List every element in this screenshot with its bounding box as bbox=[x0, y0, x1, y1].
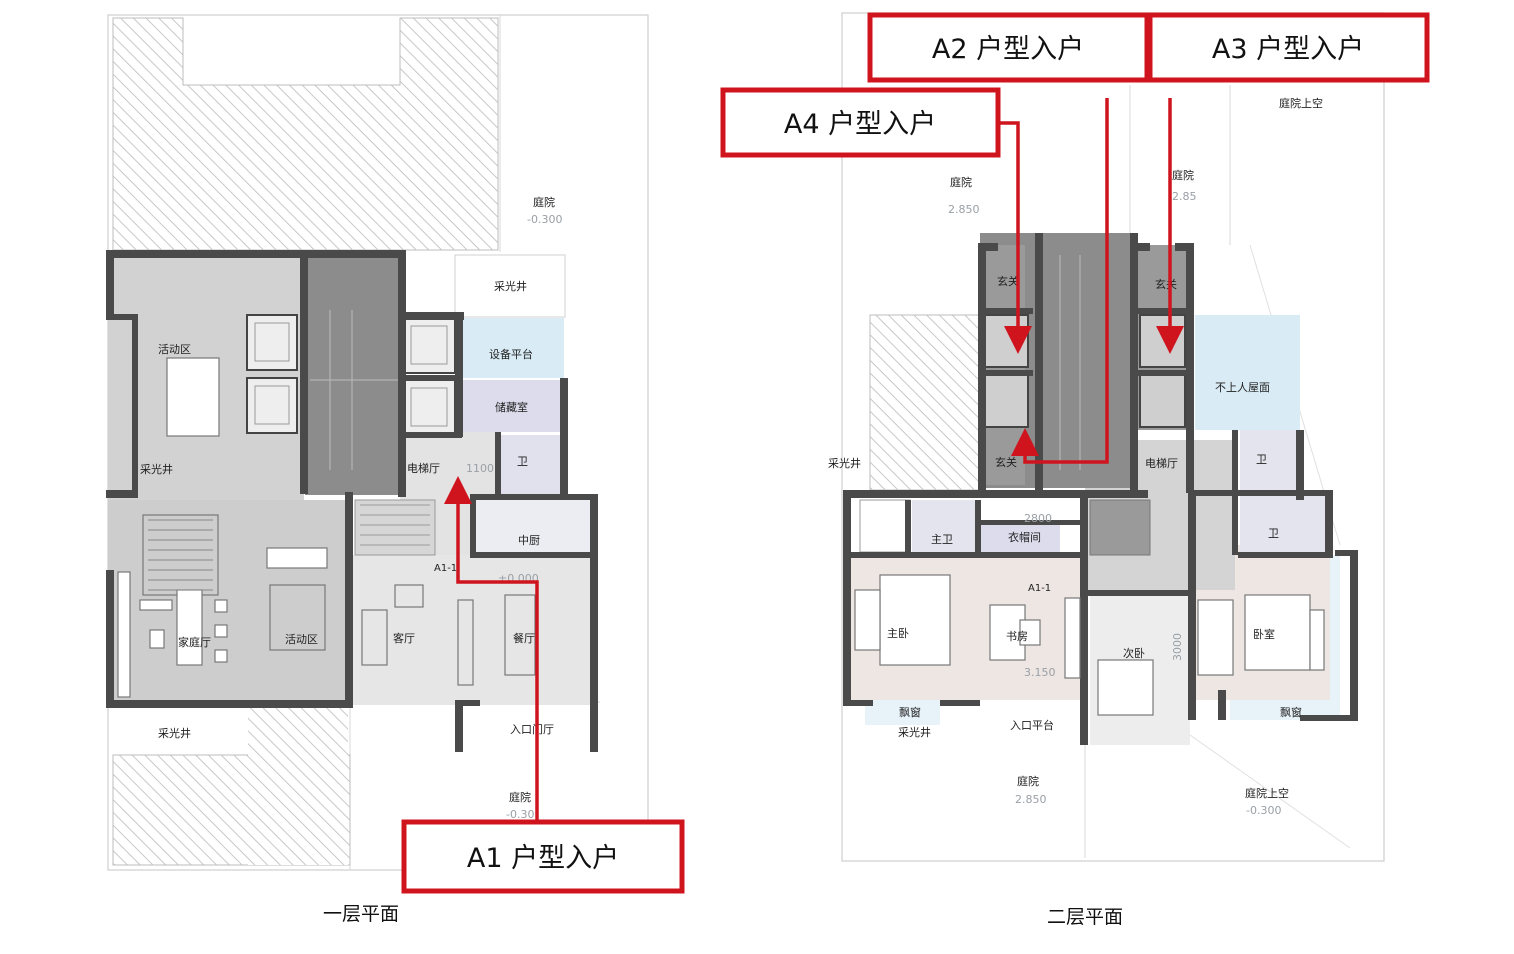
label-lightwell-right: 采光井 bbox=[494, 279, 527, 293]
label-f2-elevator-hall: 电梯厅 bbox=[1145, 457, 1178, 470]
label-f2-dim-2800: 2800 bbox=[1024, 512, 1052, 525]
a2-callout-label: A2 户型入户 bbox=[932, 34, 1084, 65]
f2-bath-lower bbox=[1240, 495, 1325, 553]
f2-furniture bbox=[854, 574, 1325, 716]
floor1-caption: 一层平面 bbox=[323, 903, 399, 925]
label-f2-courtyard-mid-elev: 2.85 bbox=[1172, 190, 1197, 203]
a1-callout-label: A1 户型入户 bbox=[467, 843, 619, 874]
floor1-living-block bbox=[353, 555, 598, 705]
label-activity-mid: 活动区 bbox=[285, 633, 318, 646]
label-f2-bath-right: 卫 bbox=[1256, 453, 1267, 466]
label-f2-bedroom: 卧室 bbox=[1253, 627, 1275, 641]
label-lightwell-bottom: 采光井 bbox=[158, 726, 191, 740]
f2-master-bath bbox=[912, 500, 977, 552]
floor1-walls bbox=[106, 250, 598, 752]
label-f2-void-top: 庭院上空 bbox=[1279, 96, 1323, 110]
label-activity-top: 活动区 bbox=[158, 343, 191, 356]
label-f2-void-bottom-elev: -0.300 bbox=[1246, 804, 1281, 817]
f2-roof bbox=[1195, 315, 1300, 430]
label-f2-master-bed: 主卧 bbox=[887, 627, 909, 640]
label-f2-bay-left: 飘窗 bbox=[899, 705, 921, 719]
kitchen-room bbox=[475, 500, 590, 555]
label-f2-courtyard-bottom-elev: 2.850 bbox=[1015, 793, 1047, 806]
courtyard-hatch-top bbox=[112, 17, 499, 251]
label-entrance-hall: 入口门厅 bbox=[510, 722, 554, 736]
f2-lower-stair bbox=[1089, 499, 1151, 556]
label-f2-unit: A1-1 bbox=[1028, 583, 1051, 594]
floor1-room-labels: 庭院 -0.300 采光井 设备平台 活动区 储藏室 采光井 电梯厅 1100 … bbox=[140, 195, 562, 821]
label-kitchen: 中厨 bbox=[518, 534, 540, 547]
label-f2-study: 书房 bbox=[1006, 630, 1028, 643]
storage-room bbox=[462, 380, 564, 432]
f2-room-labels: 庭院 2.850 庭院 2.85 庭院上空 玄关 玄关 不上人屋面 采光井 玄关… bbox=[828, 96, 1323, 817]
floor2-caption: 二层平面 bbox=[1047, 906, 1123, 928]
label-family-room: 家庭厅 bbox=[178, 635, 211, 649]
label-f2-second-bed: 次卧 bbox=[1123, 646, 1145, 660]
label-f2-roof: 不上人屋面 bbox=[1215, 381, 1270, 394]
label-f2-master-bath: 主卫 bbox=[931, 533, 953, 546]
label-f2-courtyard-mid: 庭院 bbox=[1172, 168, 1194, 182]
label-courtyard-top: 庭院 bbox=[533, 195, 555, 209]
f2-bath-upper bbox=[1240, 430, 1300, 492]
floor1-plan: 庭院 -0.300 采光井 设备平台 活动区 储藏室 采光井 电梯厅 1100 … bbox=[106, 14, 685, 925]
floor1-lower-stair bbox=[354, 499, 436, 556]
label-f2-courtyard-left-elev: 2.850 bbox=[948, 203, 980, 216]
label-dining: 餐厅 bbox=[513, 631, 535, 645]
label-f2-elev-3150: 3.150 bbox=[1024, 666, 1056, 679]
a3-callout-label: A3 户型入户 bbox=[1212, 34, 1364, 65]
label-f2-bay-right: 飘窗 bbox=[1280, 705, 1302, 719]
label-f2-bath-right2: 卫 bbox=[1268, 527, 1279, 540]
f2-bay-left bbox=[865, 700, 940, 725]
label-courtyard-top-elev: -0.300 bbox=[527, 213, 562, 226]
label-elevator-dim: 1100 bbox=[466, 462, 494, 475]
label-unit: A1-1 bbox=[434, 563, 457, 574]
label-f2-dim-3000: 3000 bbox=[1171, 633, 1184, 661]
f2-master-bath-inner bbox=[859, 499, 911, 553]
label-f2-lightwell-bottom: 采光井 bbox=[898, 725, 931, 739]
label-living: 客厅 bbox=[393, 631, 415, 645]
a1-callout: A1 户型入户 bbox=[401, 819, 685, 894]
label-f2-void-bottom: 庭院上空 bbox=[1245, 786, 1289, 800]
label-elevator-hall: 电梯厅 bbox=[407, 462, 440, 475]
lightwell-right-area bbox=[454, 254, 566, 318]
f2-walls bbox=[843, 233, 1358, 745]
label-f2-foyer-bottom: 玄关 bbox=[995, 455, 1017, 469]
label-f2-courtyard-left: 庭院 bbox=[950, 175, 972, 189]
f2-wardrobe bbox=[980, 525, 1060, 555]
label-equipment: 设备平台 bbox=[489, 347, 533, 361]
label-storage: 储藏室 bbox=[495, 400, 528, 414]
courtyard-hatch-bottom-mid bbox=[248, 708, 348, 865]
label-courtyard-bottom-elev: -0.30 bbox=[506, 808, 534, 821]
label-f2-courtyard-bottom: 庭院 bbox=[1017, 774, 1039, 788]
label-f2-entry-platform: 入口平台 bbox=[1010, 718, 1054, 732]
label-lightwell-left: 采光井 bbox=[140, 462, 173, 476]
bath-room-f1 bbox=[500, 435, 564, 497]
a4-callout-label: A4 户型入户 bbox=[784, 109, 936, 140]
a2-callout: A2 户型入户 bbox=[867, 12, 1150, 83]
label-f2-wardrobe: 衣帽间 bbox=[1008, 530, 1041, 544]
floor1-furniture bbox=[117, 357, 536, 698]
a1-entry-arrow bbox=[444, 476, 539, 822]
a2-entry-arrow bbox=[1011, 98, 1109, 464]
a3-callout: A3 户型入户 bbox=[1147, 12, 1430, 83]
label-f2-foyer-top-right: 玄关 bbox=[1155, 277, 1177, 291]
a4-entry-arrow bbox=[1000, 121, 1032, 354]
floor2-plan: 庭院 2.850 庭院 2.85 庭院上空 玄关 玄关 不上人屋面 采光井 玄关… bbox=[720, 12, 1430, 928]
label-f2-lightwell: 采光井 bbox=[828, 456, 861, 470]
label-f2-foyer-top-left: 玄关 bbox=[997, 274, 1019, 288]
label-bath: 卫 bbox=[517, 455, 528, 468]
equipment-platform bbox=[462, 318, 564, 378]
a4-callout: A4 户型入户 bbox=[720, 87, 1001, 158]
label-courtyard-bottom: 庭院 bbox=[509, 790, 531, 804]
f2-hatch-left bbox=[869, 314, 981, 491]
